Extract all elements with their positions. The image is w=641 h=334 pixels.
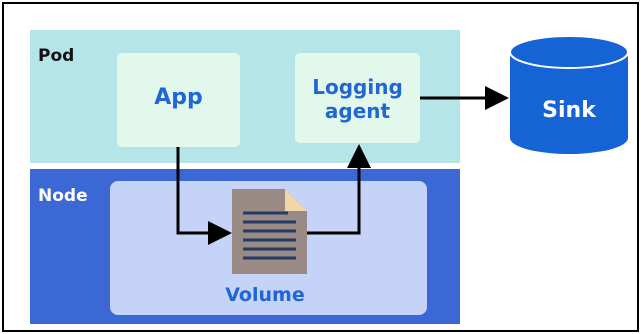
arrow-app-to-volume — [176, 147, 232, 245]
arrow-volume-to-agent — [307, 144, 371, 235]
sink-label: Sink — [542, 98, 596, 123]
volume-label: Volume — [225, 284, 305, 306]
app-box — [117, 53, 240, 147]
log-file-icon — [232, 189, 307, 274]
node-label: Node — [38, 186, 88, 206]
logging-agent-label: Logging agent — [295, 75, 420, 123]
logging-agent-box — [295, 53, 420, 143]
sink-cylinder-icon — [509, 35, 629, 154]
app-label: App — [154, 85, 203, 110]
logging-agent-label-line1: Logging — [312, 75, 403, 99]
logging-agent-label-line2: agent — [324, 99, 391, 123]
pod-label: Pod — [38, 46, 75, 66]
